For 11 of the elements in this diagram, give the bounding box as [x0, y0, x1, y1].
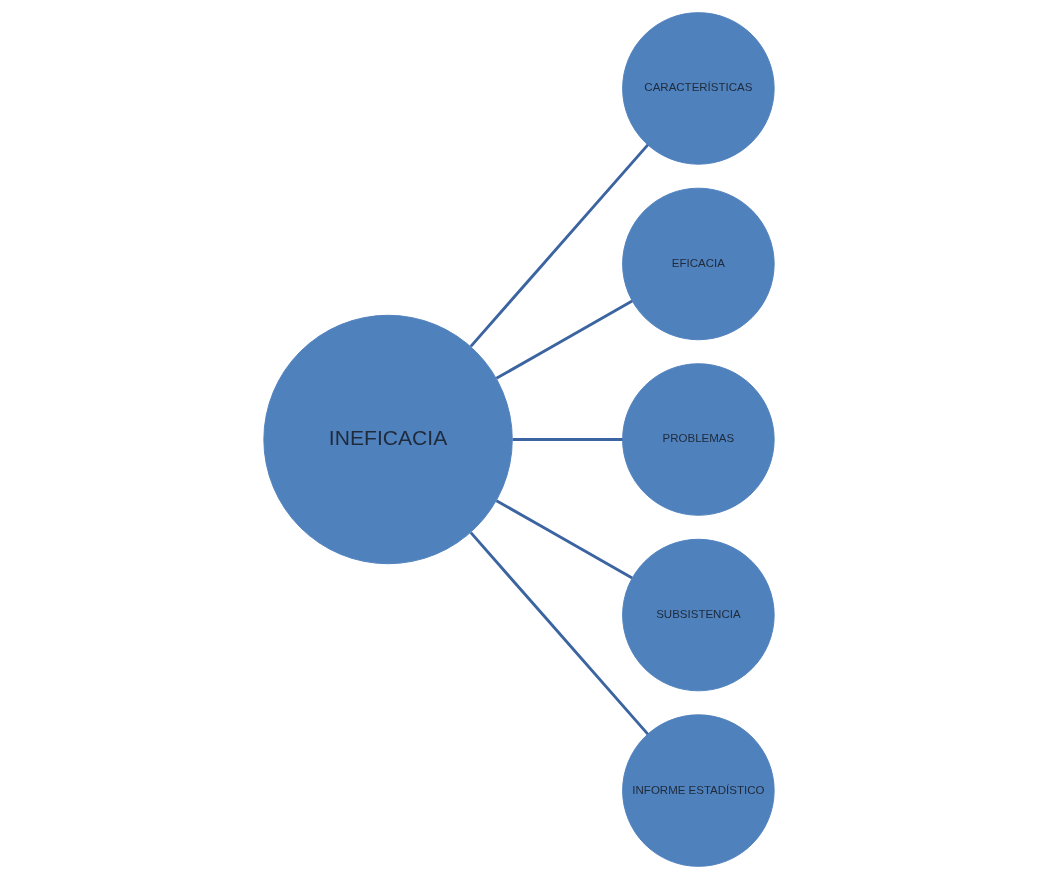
node-circle: PROBLEMAS [621, 363, 775, 516]
connector [495, 499, 633, 580]
node-circle: SUBSISTENCIA [621, 538, 775, 692]
node-circle: INEFICACIA [262, 314, 513, 565]
node-circle: EFICACIA [621, 187, 775, 341]
node-circle: INFORME ESTADÍSTICO [621, 714, 775, 867]
node-circle: CARACTERÍSTICAS [621, 12, 775, 165]
connector [469, 531, 649, 736]
connector [495, 299, 633, 380]
connector [469, 143, 649, 348]
connector [512, 438, 623, 441]
